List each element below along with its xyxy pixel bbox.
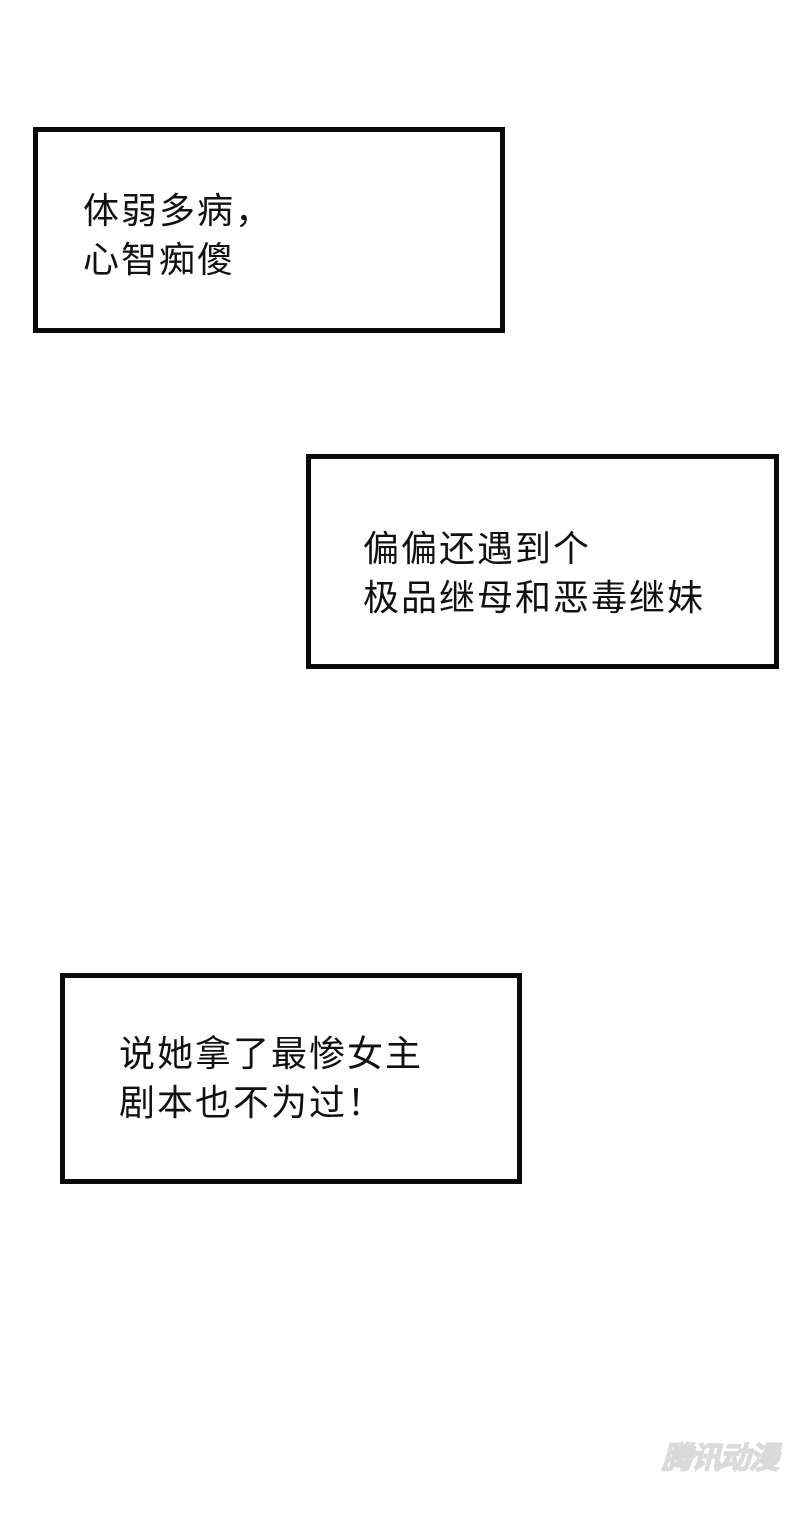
watermark-logo: 腾讯动漫 — [661, 1440, 780, 1477]
caption-line: 极品继母和恶毒继妹 — [363, 578, 706, 619]
caption-line: 说她拿了最惨女主 — [119, 1034, 424, 1075]
caption-box-3: 说她拿了最惨女主 剧本也不为过！ — [60, 973, 522, 1184]
caption-line: 心智痴傻 — [83, 240, 236, 281]
caption-line: 剧本也不为过！ — [119, 1083, 386, 1124]
caption-box-2: 偏偏还遇到个 极品继母和恶毒继妹 — [306, 454, 779, 669]
caption-line: 偏偏还遇到个 — [363, 529, 592, 570]
caption-text-2: 偏偏还遇到个 极品继母和恶毒继妹 — [363, 525, 705, 623]
caption-line: 体弱多病， — [83, 191, 274, 232]
caption-text-3: 说她拿了最惨女主 剧本也不为过！ — [119, 1030, 423, 1128]
caption-text-1: 体弱多病， 心智痴傻 — [83, 187, 273, 285]
caption-box-1: 体弱多病， 心智痴傻 — [33, 127, 505, 333]
